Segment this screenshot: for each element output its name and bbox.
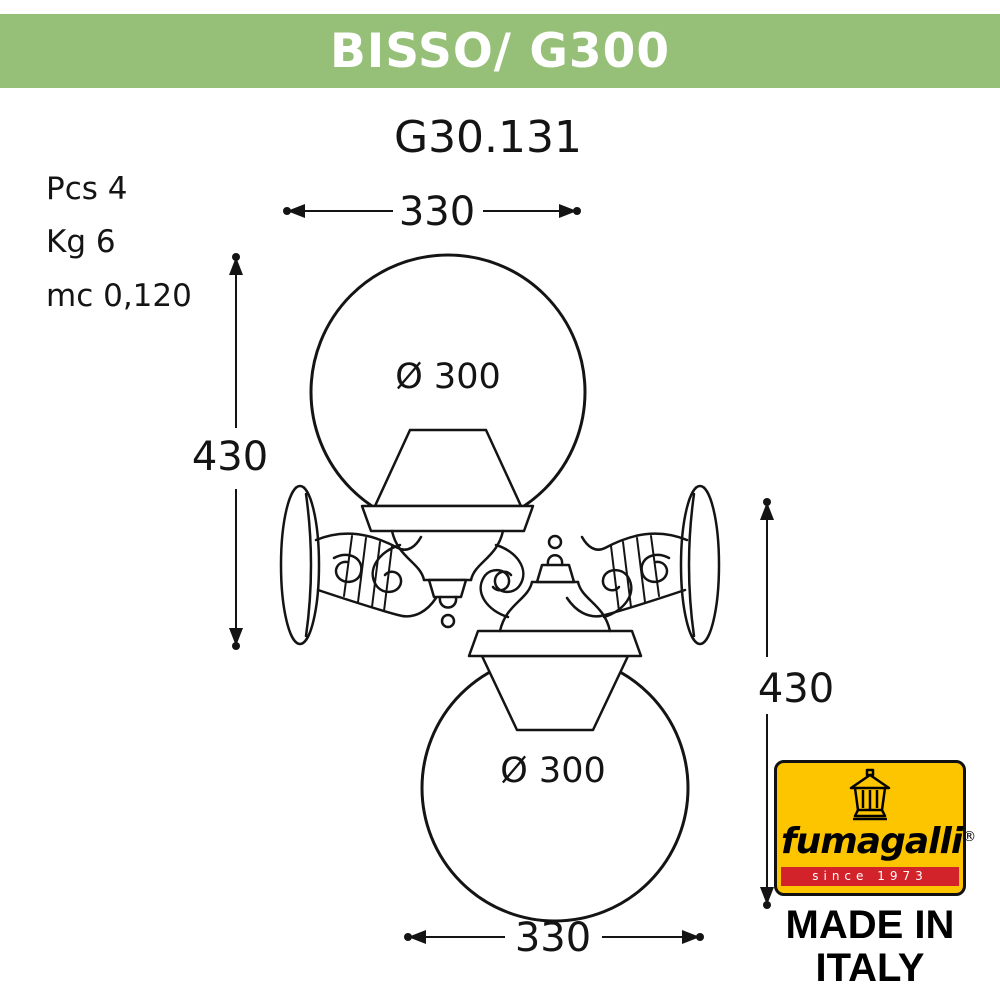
- wall-plate-left: [279, 484, 321, 646]
- spec-mc: mc 0,120: [46, 277, 192, 314]
- bracket-arm-bottom: [565, 588, 687, 618]
- product-title: BISSO/ G300: [329, 23, 671, 79]
- spec-kg: Kg 6: [46, 224, 116, 261]
- dimension-label-right-height: 430: [758, 666, 834, 712]
- since-1973-ribbon: since 1973: [781, 867, 959, 886]
- bottom-lamp-drawing: Ø 300: [420, 484, 721, 923]
- top-lamp-drawing: Ø 300: [279, 253, 587, 646]
- dimension-label-globe-bottom-diameter: Ø 300: [500, 751, 605, 791]
- bracket-arm-bottom: [316, 588, 438, 618]
- lantern-icon: [849, 768, 891, 821]
- logo-yellow-box: fumagalli® since 1973: [774, 760, 977, 896]
- brand-wordmark: fumagalli®: [781, 821, 977, 862]
- bracket-arm-top: [314, 532, 423, 551]
- dimension-top-width: 330: [283, 189, 581, 235]
- dimension-left-height: 430: [192, 253, 268, 650]
- specs-block: Pcs 4 Kg 6 mc 0,120: [46, 163, 192, 323]
- registered-trademark: ®: [962, 829, 977, 845]
- bracket-arm-top: [580, 532, 689, 551]
- dimension-label-top-width: 330: [399, 189, 475, 235]
- dimension-label-globe-top-diameter: Ø 300: [395, 357, 500, 397]
- made-in-italy-text: MADE IN ITALY: [785, 903, 955, 991]
- dimension-label-bottom-width: 330: [515, 915, 591, 961]
- wall-plate-right: [679, 484, 721, 646]
- header-bar: BISSO/ G300: [0, 14, 1000, 88]
- dimension-label-left-height: 430: [192, 434, 268, 480]
- dimension-right-height: 430: [758, 498, 834, 909]
- fumagalli-logo: fumagalli® since 1973 MADE IN ITALY: [774, 760, 977, 991]
- globe-top-collar: [360, 504, 535, 533]
- model-code: G30.131: [393, 112, 583, 163]
- spec-pcs: Pcs 4: [46, 171, 128, 207]
- globe-bottom-collar: [467, 629, 643, 658]
- dimension-bottom-width: 330: [404, 915, 704, 961]
